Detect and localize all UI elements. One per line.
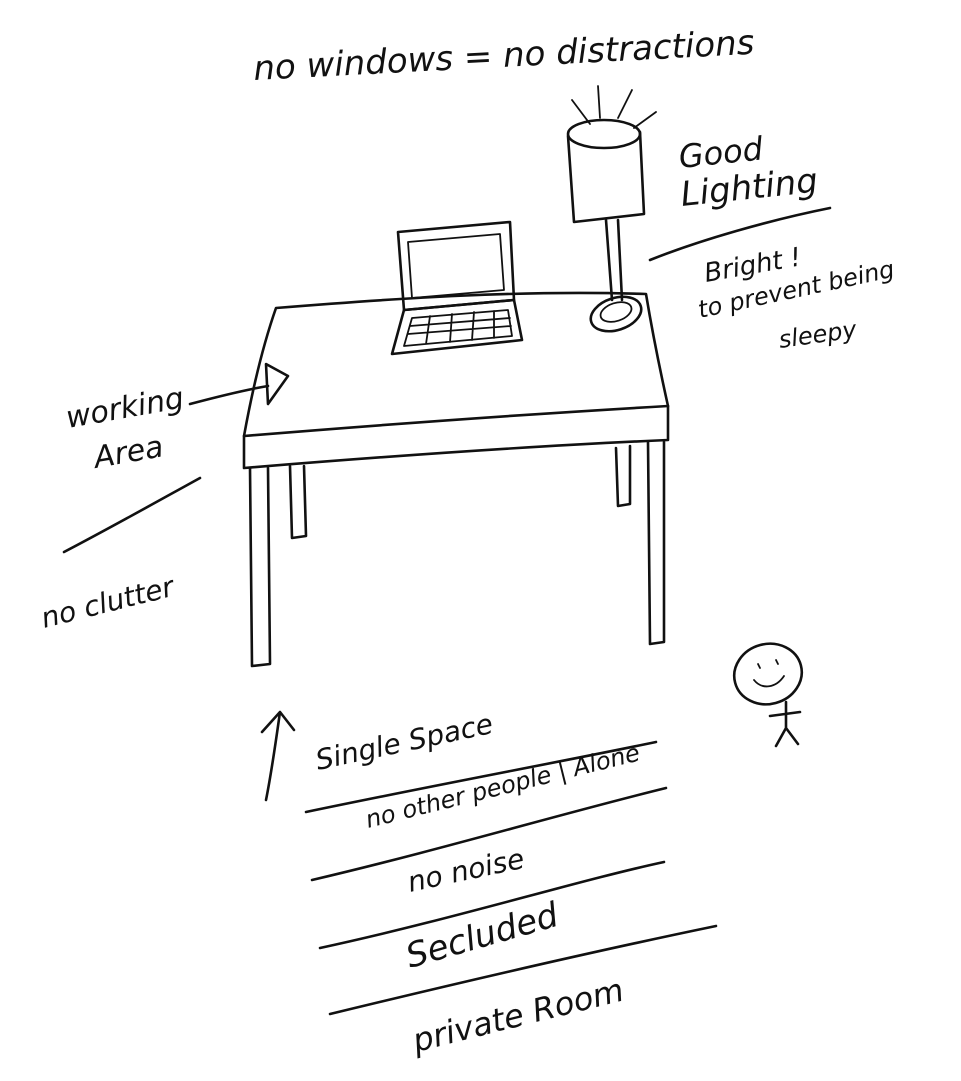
- note-no-clutter: no clutter: [38, 570, 179, 635]
- lamp-drawing: [568, 86, 656, 337]
- up-arrow: [262, 712, 294, 800]
- laptop-screen-inner: [408, 234, 504, 298]
- working-area-underline: [64, 478, 200, 552]
- note-private-room: private Room: [408, 971, 628, 1060]
- annotation-strokes: [64, 208, 830, 1014]
- note-no-noise: no noise: [405, 842, 528, 899]
- lamp-base: [586, 291, 645, 338]
- note-single-space: Single Space: [313, 707, 496, 777]
- desk-leg-back-left: [290, 466, 306, 538]
- lamp-stem: [606, 220, 622, 300]
- desk-drawing: [244, 293, 668, 666]
- note-area: Area: [89, 429, 166, 476]
- note-no-windows: no windows = no distractions: [252, 23, 755, 89]
- note-sleepy: sleepy: [777, 315, 859, 354]
- person-body: [770, 702, 800, 746]
- working-area-marker: [266, 364, 288, 404]
- desk-leg-back-right: [616, 446, 630, 506]
- lamp-shade-top: [568, 120, 640, 148]
- working-area-arrow: [190, 386, 268, 404]
- laptop-drawing: [392, 222, 522, 354]
- stick-figure: [727, 636, 808, 746]
- desk-leg-front-right: [648, 442, 664, 644]
- desk-apron: [244, 406, 668, 468]
- laptop-keyboard: [404, 310, 512, 346]
- note-working: working: [63, 381, 186, 436]
- person-head: [727, 636, 808, 712]
- handwritten-labels: no windows = no distractions Good Lighti…: [38, 23, 897, 1060]
- person-face: [754, 660, 784, 686]
- desk-leg-front-left: [250, 468, 270, 666]
